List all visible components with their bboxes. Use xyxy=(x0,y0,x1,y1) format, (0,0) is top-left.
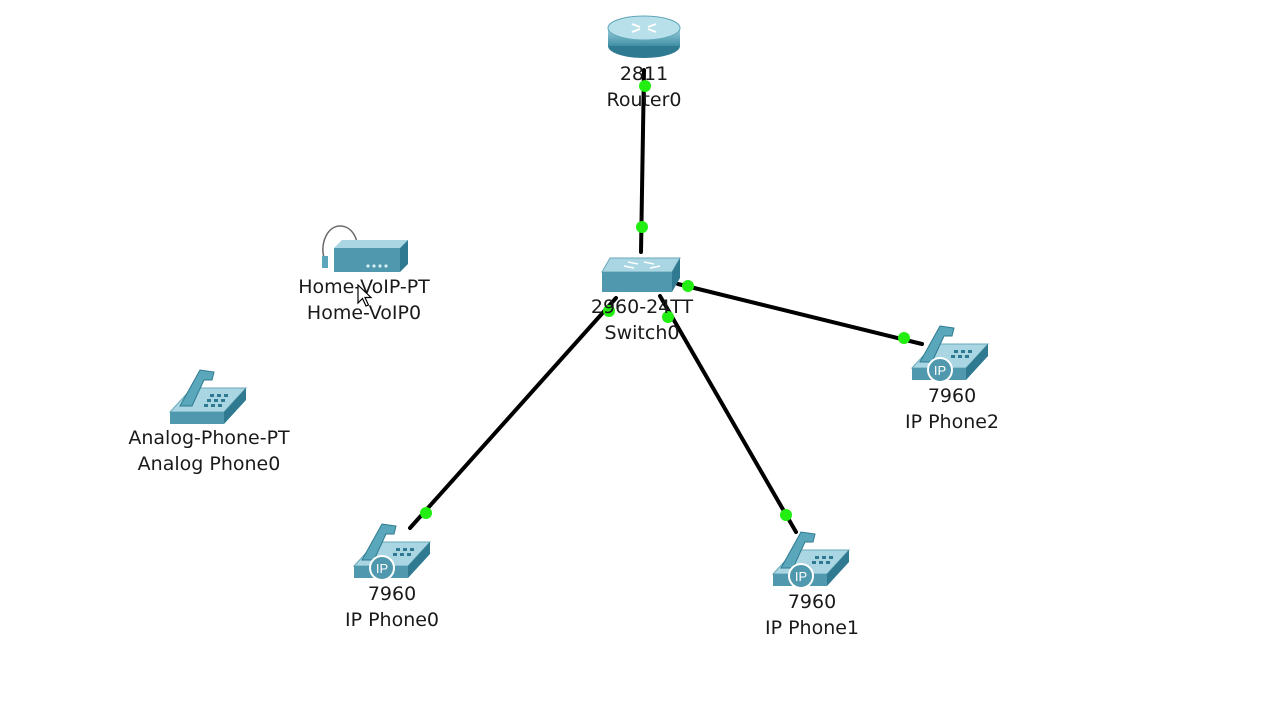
link-switch0-ip-phone2[interactable] xyxy=(676,282,924,346)
switch0-name-label: Switch0 xyxy=(604,322,680,344)
link-light-ip-phone2 xyxy=(898,332,910,344)
link-light-ip-phone0 xyxy=(420,507,432,519)
ip-phone-icon: IP xyxy=(910,325,990,383)
switch-icon xyxy=(601,257,681,292)
device-home-voip0[interactable] xyxy=(318,222,410,276)
ip-phone0-name-label: IP Phone0 xyxy=(344,609,440,631)
device-ip-phone2[interactable]: IP xyxy=(908,318,992,384)
ip-phone-icon: IP xyxy=(771,531,851,589)
mouse-pointer-icon xyxy=(357,284,373,307)
link-light-switch0-phone2 xyxy=(682,280,694,292)
ip-phone-icon: IP xyxy=(352,523,432,581)
home-voip0-name-label: Home-VoIP0 xyxy=(306,302,422,324)
link-light-switch0-phone1 xyxy=(662,311,674,323)
ip-phone0-model-label: 7960 xyxy=(367,583,417,605)
device-analog-phone0[interactable] xyxy=(166,362,250,428)
ip-phone1-model-label: 7960 xyxy=(787,591,837,613)
link-light-ip-phone1 xyxy=(780,509,792,521)
ip-phone2-model-label: 7960 xyxy=(927,385,977,407)
router-icon xyxy=(607,15,681,58)
link-switch0-ip-phone1[interactable] xyxy=(658,294,798,534)
ip-badge-text: IP xyxy=(934,363,946,378)
device-ip-phone0[interactable]: IP xyxy=(350,516,434,582)
link-light-switch0-uplink xyxy=(636,221,648,233)
analog-phone0-model-label: Analog-Phone-PT xyxy=(128,427,290,449)
device-router0[interactable] xyxy=(604,10,684,70)
router0-name-label: Router0 xyxy=(606,89,682,111)
analog-phone-icon xyxy=(168,369,248,424)
ip-badge-text: IP xyxy=(795,569,807,584)
link-light-router0 xyxy=(639,80,651,92)
home-voip-icon xyxy=(322,225,408,272)
ip-phone1-name-label: IP Phone1 xyxy=(764,617,860,639)
analog-phone0-name-label: Analog Phone0 xyxy=(137,453,281,475)
link-light-switch0-phone0 xyxy=(603,305,615,317)
router0-model-label: 2811 xyxy=(619,63,669,85)
device-switch0[interactable] xyxy=(598,252,684,296)
switch0-model-label: 2960-24TT xyxy=(590,296,694,318)
ip-phone2-name-label: IP Phone2 xyxy=(904,411,1000,433)
ip-badge-text: IP xyxy=(376,561,388,576)
home-voip0-model-label: Home-VoIP-PT xyxy=(298,276,430,298)
link-switch0-ip-phone0[interactable] xyxy=(408,296,618,530)
device-ip-phone1[interactable]: IP xyxy=(769,524,853,590)
